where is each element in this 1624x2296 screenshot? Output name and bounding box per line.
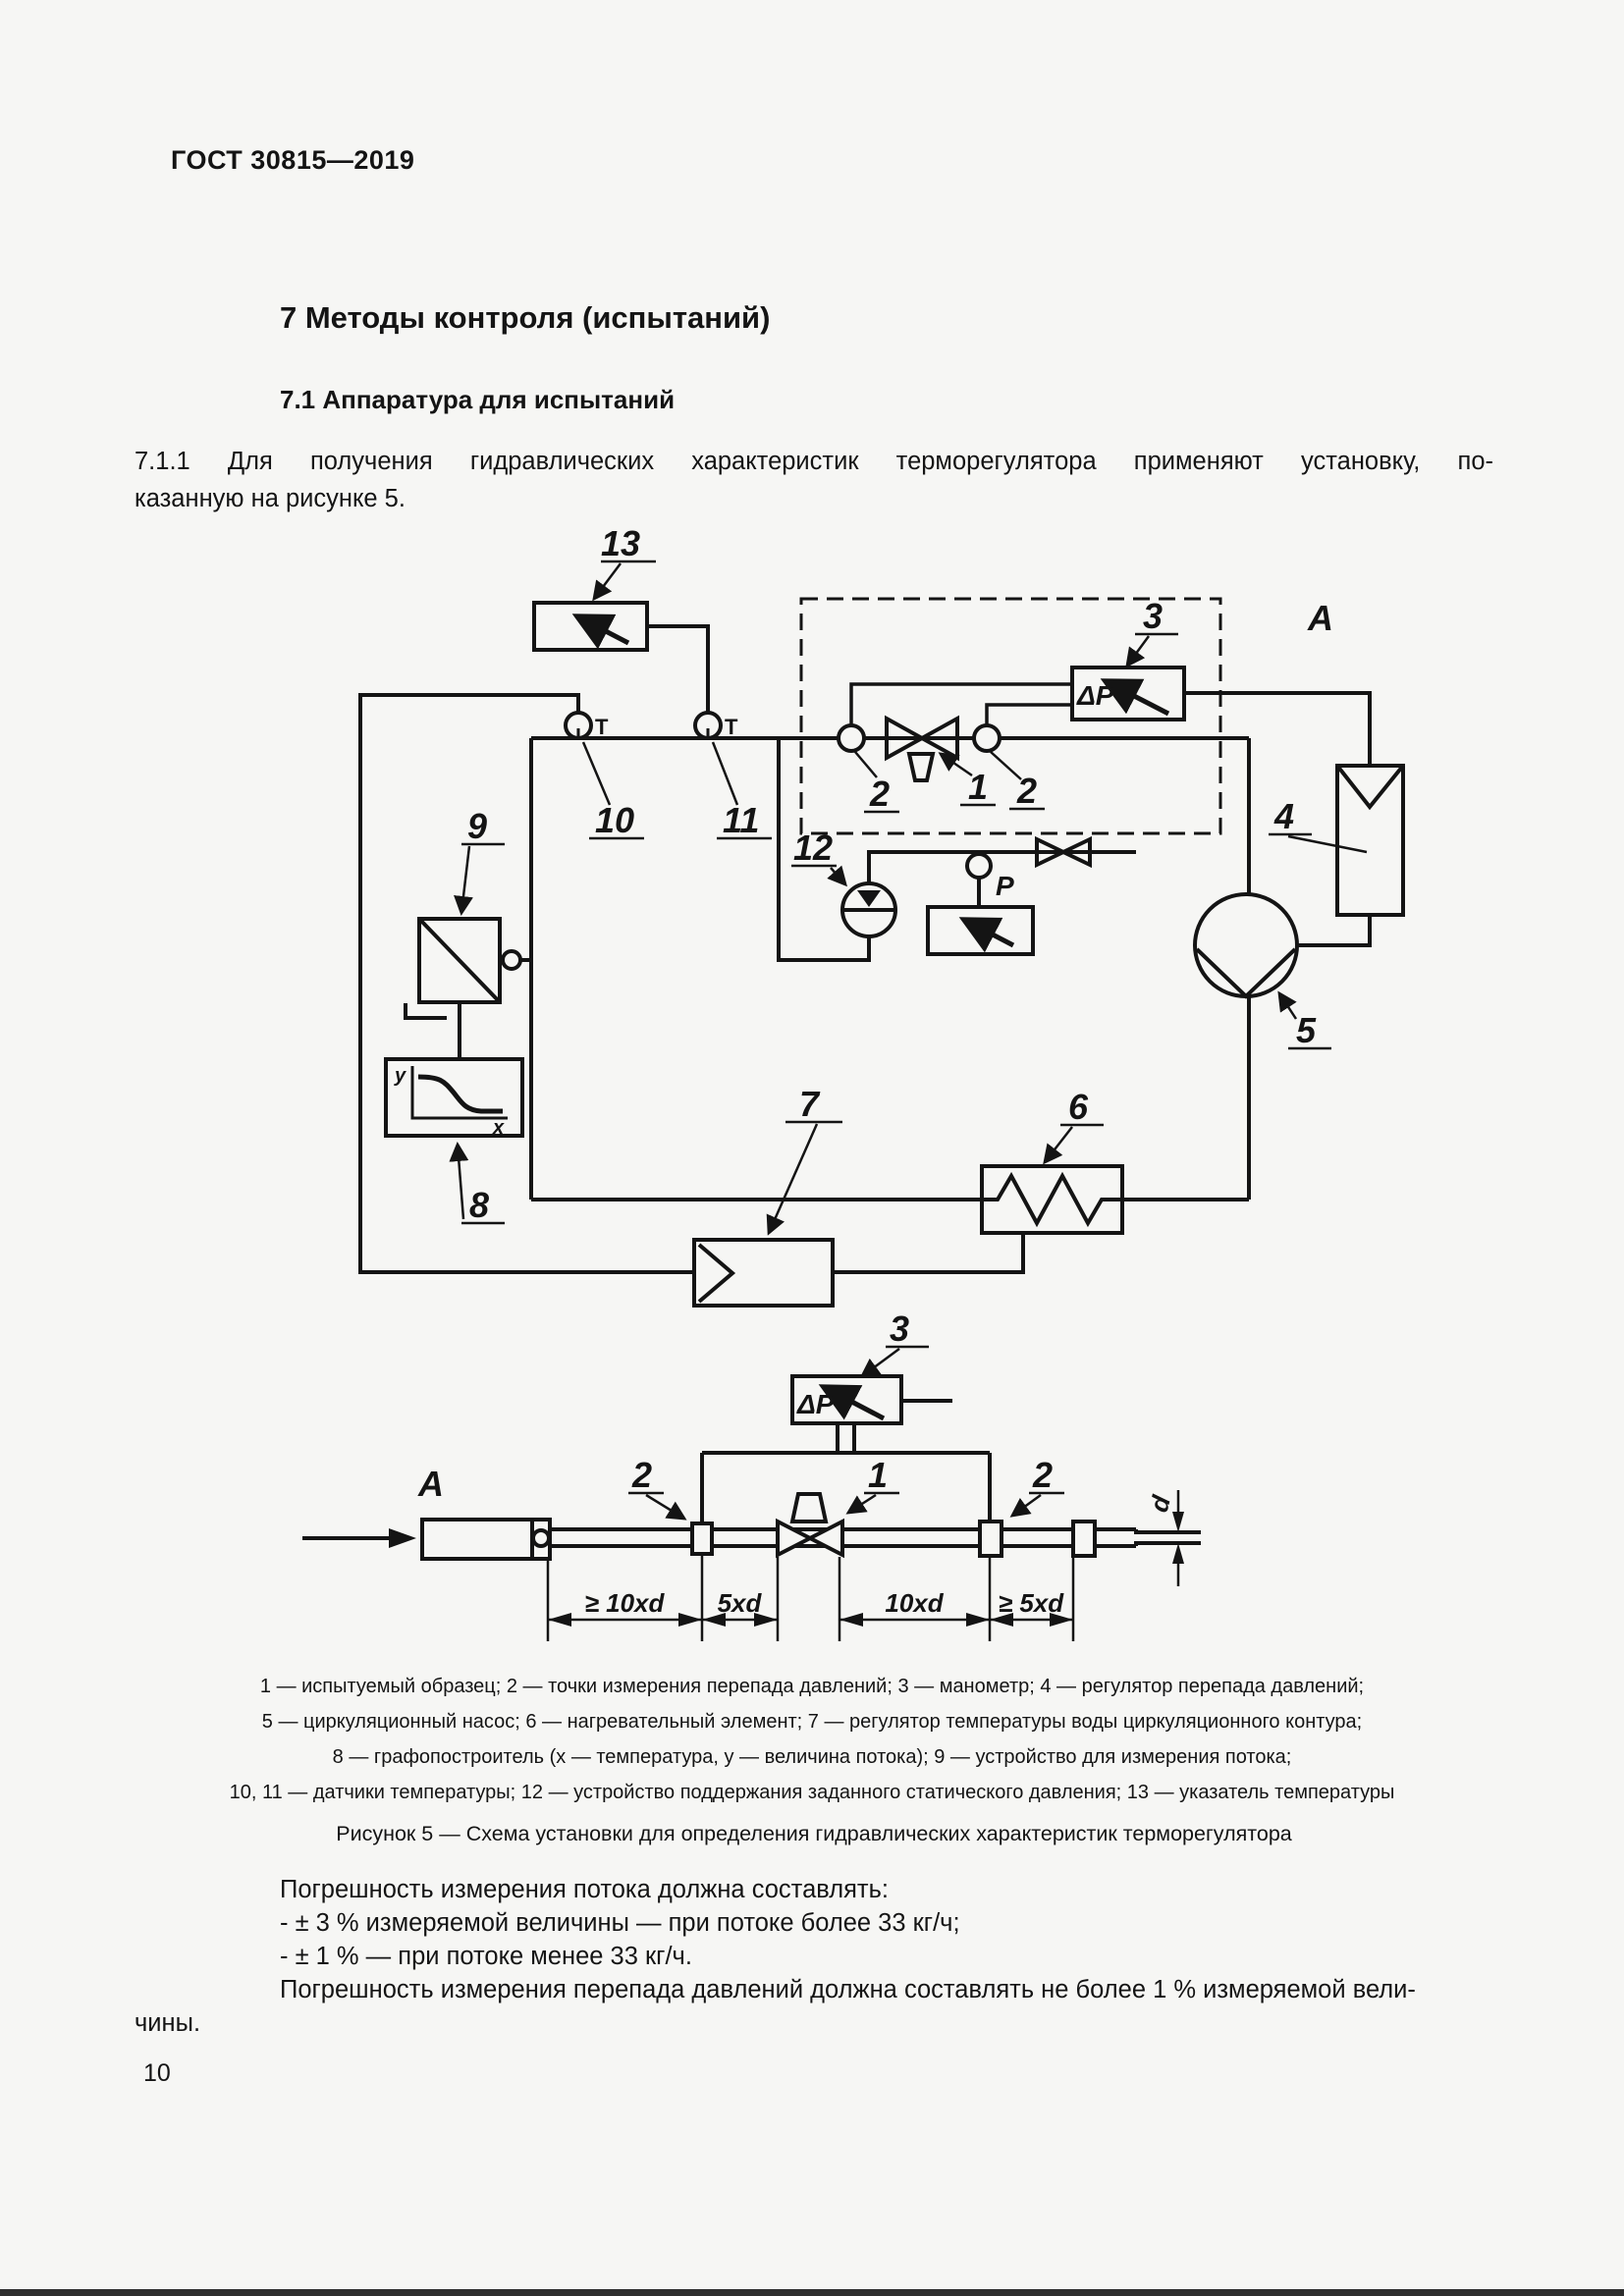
- label-10: 10: [595, 800, 634, 840]
- zone-a-dashed-box: [799, 597, 1222, 835]
- circulation-pump-5: [1193, 892, 1299, 999]
- detail-label-3: 3: [890, 1308, 909, 1349]
- scan-edge-artifact: [0, 2289, 1624, 2296]
- legend-line: 1 — испытуемый образец; 2 — точки измере…: [259, 1676, 1365, 1697]
- test-sample-valve-1: [885, 715, 959, 782]
- figure-legend: 1 — испытуемый образец; 2 — точки измере…: [88, 1669, 1536, 1810]
- plotter-y-axis-label: y: [394, 1065, 406, 1087]
- label-2-left: 2: [869, 774, 890, 814]
- label-2-right: 2: [1016, 771, 1037, 811]
- pressure-drop-regulator-4: [1335, 764, 1405, 917]
- detail-label-zone-a: А: [417, 1464, 444, 1504]
- heating-element-6: [980, 1164, 1124, 1235]
- sensor-t-label-10: T: [595, 715, 609, 739]
- branch-valve: [1035, 835, 1092, 869]
- temperature-indicator-13: [532, 601, 649, 652]
- legend-line: 5 — циркуляционный насос; 6 — нагревател…: [261, 1711, 1363, 1733]
- label-4: 4: [1273, 796, 1294, 836]
- sensor-t-label-11: T: [725, 715, 738, 739]
- flow-measuring-device-9: [417, 917, 522, 1004]
- accuracy-line: Погрешность измерения потока должна сост…: [280, 1876, 889, 1903]
- pressure-tap-left: [837, 723, 866, 753]
- detail-tap-left: [690, 1522, 714, 1556]
- accuracy-line: - ± 1 % — при потоке менее 33 кг/ч.: [280, 1943, 692, 1970]
- dim-ge-5xd: ≥ 5xd: [999, 1588, 1064, 1618]
- water-temperature-regulator-7: [692, 1238, 835, 1308]
- label-8: 8: [469, 1185, 489, 1225]
- paragraph-line: казанную на рисунке 5.: [135, 484, 406, 512]
- label-11: 11: [723, 800, 759, 840]
- pressure-gauge-p: [926, 852, 1035, 956]
- detail-sample-valve-1: [776, 1492, 844, 1559]
- callout-leaders: [449, 560, 1368, 1236]
- dimension-extension-lines: [546, 1556, 1075, 1641]
- label-zone-a: А: [1307, 598, 1333, 638]
- paragraph-line: 7.1.1 Для получения гидравлических харак…: [135, 448, 1493, 475]
- dim-ge-10xd: ≥ 10xd: [585, 1588, 666, 1618]
- legend-line: 8 — графопостроитель (x — температура, y…: [332, 1746, 1292, 1768]
- section-heading: 7 Методы контроля (испытаний): [280, 300, 771, 335]
- plotter-8: y x: [384, 1057, 524, 1139]
- dim-10xd: 10xd: [885, 1588, 944, 1618]
- legend-line: 10, 11 — датчики температуры; 12 — устро…: [229, 1782, 1395, 1803]
- static-pressure-device-12: [840, 881, 897, 938]
- detail-callout-leaders: [628, 1345, 1064, 1521]
- detail-tap-right: [978, 1520, 1003, 1558]
- dim-5xd: 5xd: [718, 1588, 763, 1618]
- figure-5-schematic: ΔP: [302, 523, 1405, 1641]
- label-1: 1: [968, 767, 988, 807]
- detail-manometer-3: ΔP: [790, 1374, 903, 1425]
- label-9: 9: [467, 806, 487, 846]
- manometer-3: ΔP: [1070, 666, 1186, 721]
- label-5: 5: [1296, 1010, 1317, 1050]
- accuracy-line: - ± 3 % измеряемой величины — при потоке…: [280, 1909, 960, 1937]
- subsection-heading: 7.1 Аппаратура для испытаний: [280, 385, 676, 414]
- detail-end-fitting: [1071, 1520, 1097, 1558]
- label-7: 7: [799, 1084, 821, 1124]
- impulse-lines: [849, 682, 1072, 725]
- label-12: 12: [793, 828, 833, 868]
- accuracy-line: Погрешность измерения перепада давлений …: [280, 1976, 1416, 2003]
- standard-number-header: ГОСТ 30815—2019: [171, 145, 415, 175]
- paragraph-7-1-1: 7.1.1 Для получения гидравлических харак…: [135, 444, 1493, 517]
- piping-lines: [358, 624, 1372, 1274]
- label-p: P: [996, 871, 1014, 901]
- detail-device-a: [420, 1518, 552, 1561]
- delta-p-label: ΔP: [1076, 680, 1114, 711]
- detail-label-2-left: 2: [631, 1455, 652, 1495]
- page-number: 10: [143, 2059, 171, 2087]
- plotter-x-axis-label: x: [492, 1117, 505, 1139]
- flow-direction-arrow: [302, 1528, 416, 1548]
- detail-delta-p-label: ΔP: [796, 1389, 835, 1419]
- label-6: 6: [1068, 1087, 1089, 1127]
- dim-d: d: [1144, 1491, 1176, 1515]
- temperature-sensor-11: [693, 711, 723, 740]
- temperature-sensor-10: [564, 711, 593, 740]
- figure-caption: Рисунок 5 — Схема установки для определе…: [336, 1822, 1292, 1845]
- accuracy-line: чины.: [135, 2009, 201, 2037]
- pipe-diameter-dimension: [1172, 1490, 1184, 1586]
- pressure-tap-right: [972, 723, 1001, 753]
- dimension-lines: [548, 1613, 1073, 1627]
- label-3: 3: [1143, 596, 1163, 636]
- detail-label-1: 1: [868, 1455, 888, 1495]
- detail-label-2-right: 2: [1032, 1455, 1053, 1495]
- accuracy-paragraph: Погрешность измерения потока должна сост…: [135, 1873, 1499, 2040]
- label-13: 13: [601, 523, 640, 563]
